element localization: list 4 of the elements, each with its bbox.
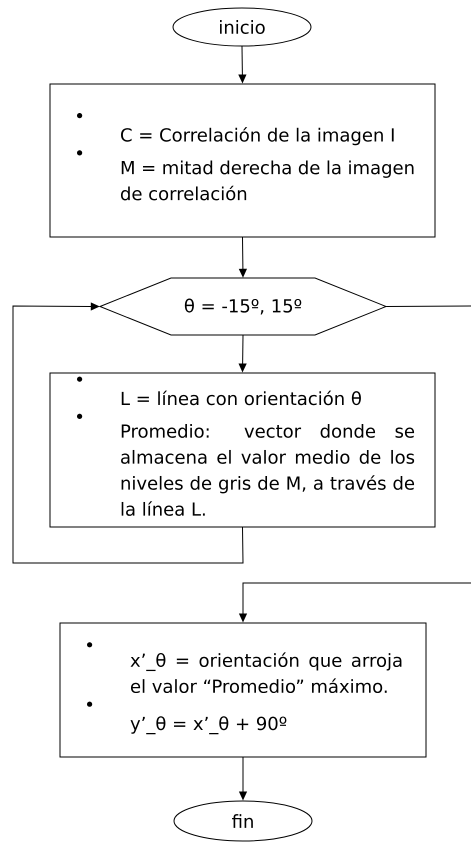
process-box: x’_θ = orientación que arroja el valor “Promedio” máximo. y’_θ = x’_θ + 90º <box>60 622 426 758</box>
process-box: C = Correlación de la imagen I M = mitad derecha de la imagen de correlación <box>50 84 436 238</box>
arrow <box>12 302 244 564</box>
process-box: L = línea con orientación θ Promedio: vector donde se almacena el valor medio de los niveles de gris de M, a través de la línea L. <box>50 372 436 528</box>
